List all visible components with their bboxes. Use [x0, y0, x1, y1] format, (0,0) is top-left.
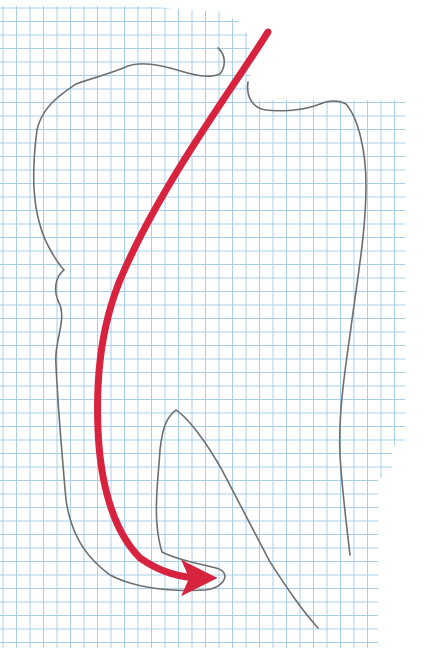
graph-paper-background [0, 0, 425, 648]
tooth-diagram [0, 0, 425, 648]
